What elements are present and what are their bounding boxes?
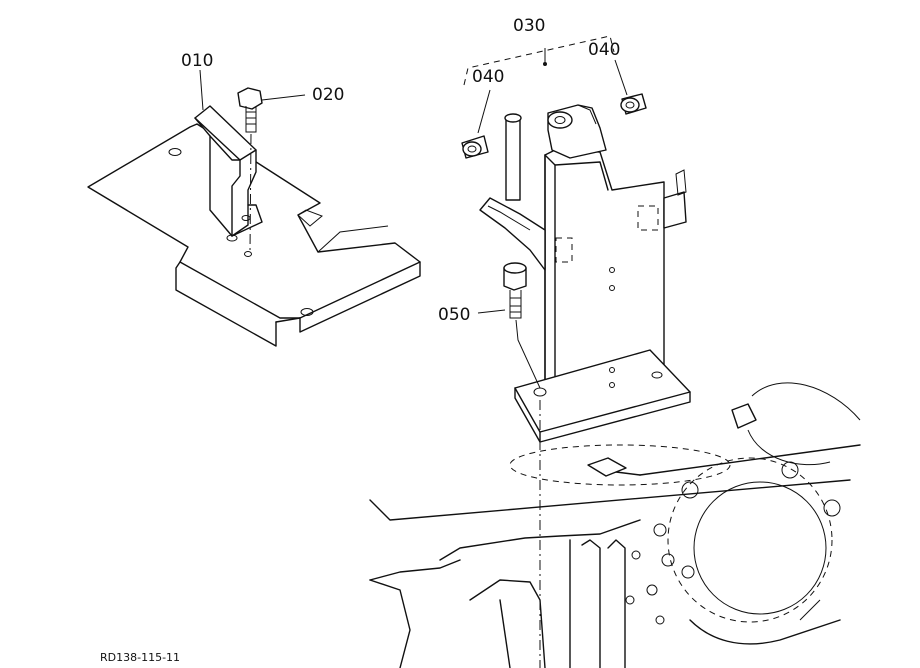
callout-010: 010 (181, 51, 213, 71)
group-bracket-030 (463, 35, 615, 86)
drawing-reference: RD138-115-11 (100, 651, 180, 664)
leader-050 (477, 309, 506, 314)
engine-block (369, 382, 861, 668)
leader-010 (199, 69, 204, 111)
collar-040-left (461, 135, 489, 159)
leader-040-left (477, 89, 491, 134)
mounting-plate (87, 123, 421, 347)
bracket-010 (194, 105, 263, 237)
stand-bracket-030 (479, 104, 691, 443)
bolt-020 (237, 87, 263, 257)
callout-030: 030 (513, 16, 545, 36)
callout-040-left: 040 (472, 67, 504, 87)
leader-040-right (614, 59, 628, 96)
collar-040-right (620, 93, 647, 115)
callout-020: 020 (312, 85, 344, 105)
bolt-050 (503, 262, 541, 389)
leader-020 (261, 94, 306, 101)
callout-040-right: 040 (588, 40, 620, 60)
callout-050: 050 (438, 305, 470, 325)
